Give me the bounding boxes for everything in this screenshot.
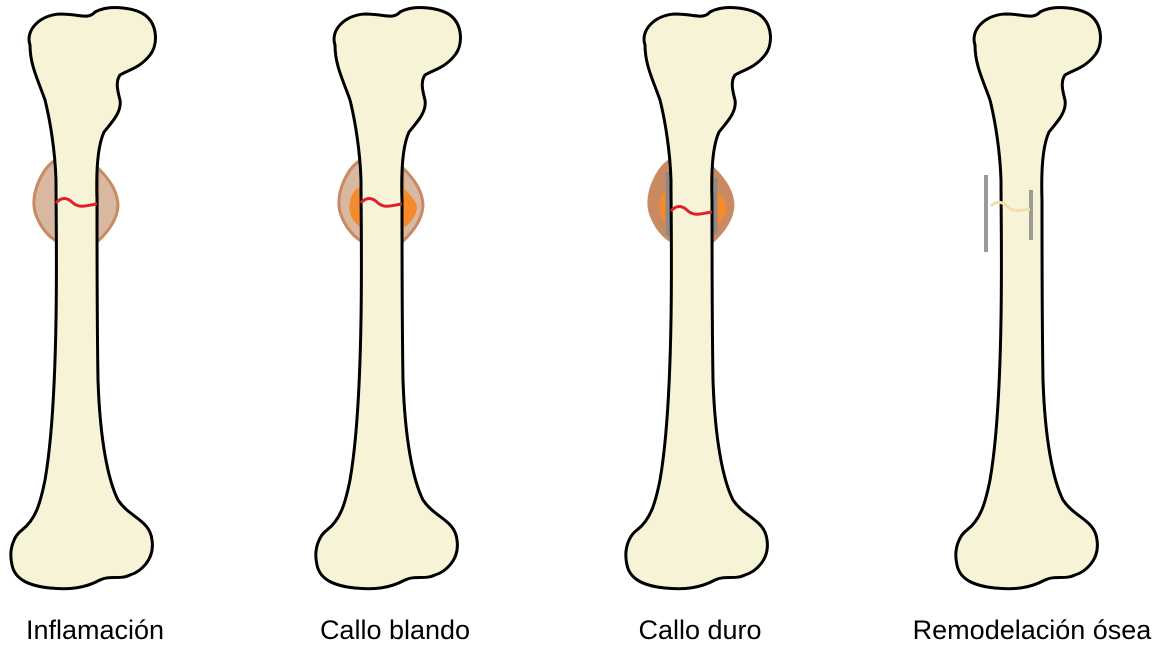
- remodeled-bone-icon: [945, 0, 1125, 605]
- stage-label-callo-duro: Callo duro: [610, 615, 790, 655]
- bone-outline: [11, 8, 156, 589]
- bone-outline: [626, 8, 771, 589]
- bone-outline: [956, 8, 1101, 589]
- inflamed-fractured-bone-icon: [0, 0, 180, 605]
- bone-outline: [316, 8, 461, 589]
- stage-label-callo-blando: Callo blando: [295, 615, 495, 655]
- stage-label-remodelacion-osea: Remodelación ósea: [893, 615, 1171, 655]
- hard-callus-bone-icon: [615, 0, 795, 605]
- stage-label-inflamacion: Inflamación: [0, 615, 190, 655]
- hematoma-swelling-right: [97, 168, 118, 242]
- soft-callus-bone-icon: [305, 0, 485, 605]
